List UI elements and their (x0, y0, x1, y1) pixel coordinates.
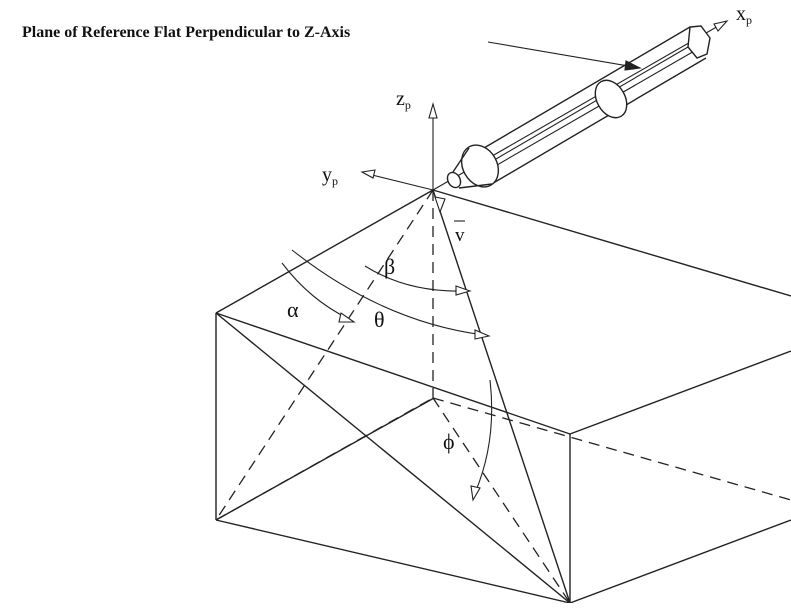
hidden-edge-back-left (215, 397, 434, 521)
apex-to-corner-line (432, 189, 571, 604)
probe-cone-edge-bottom (458, 183, 493, 189)
axis-labels: xp yp zp (322, 3, 752, 188)
probe-tip (446, 171, 462, 189)
beta-arc-arrowhead (455, 285, 472, 296)
theta-arc-arrowhead (474, 329, 491, 340)
coordinate-axes (360, 20, 729, 214)
probe-cone-base (460, 144, 500, 188)
phi-label: ϕ (443, 429, 455, 454)
y-axis-line (367, 173, 434, 191)
beta-label: β (384, 254, 395, 279)
probe-cone-edge-top (452, 147, 470, 173)
x-axis-label: xp (736, 3, 752, 27)
z-axis-arrowhead (428, 101, 438, 119)
x-axis-arrowhead (713, 20, 729, 32)
phi-arc (474, 379, 493, 494)
v-vector-arrowhead (434, 196, 446, 214)
alpha-label: α (287, 297, 299, 322)
probe-stylus (446, 25, 711, 189)
y-axis-arrowhead (360, 169, 376, 179)
theta-label: θ (374, 307, 385, 332)
z-axis-label: zp (396, 88, 411, 112)
phi-arc-arrowhead (470, 485, 481, 502)
caption-leader-arrowhead (624, 60, 642, 71)
box-edge-front-right (569, 350, 791, 435)
reference-plane-caption: Plane of Reference Flat Perpendicular to… (22, 24, 351, 41)
box-edges (215, 189, 791, 604)
box-edge-bottom-right (569, 519, 791, 604)
beta-arc (364, 265, 467, 292)
box-diagonal-front (215, 312, 571, 604)
vector-v-label: v (454, 220, 465, 246)
hidden-diagonal-floor (432, 397, 571, 604)
hidden-edge-back-right (432, 397, 791, 501)
probe-shaft-bottom-edge (489, 57, 707, 186)
hidden-diagonal-apex (215, 189, 434, 521)
probe-end-hexagon (687, 25, 711, 59)
box-edge-front-top (215, 312, 571, 435)
angle-arcs (281, 249, 493, 502)
box-edge-bottom-front (215, 519, 571, 604)
hidden-edges (215, 189, 791, 604)
probe-shaft-top-edge (471, 26, 691, 156)
theta-arc (291, 249, 485, 336)
v-label: v (455, 225, 465, 246)
probe-collar-ring (594, 79, 628, 119)
y-axis-label: yp (322, 164, 338, 188)
box-edge-top-left (215, 189, 434, 314)
box-edge-top-right (432, 189, 791, 297)
angle-labels: β α θ ϕ (287, 254, 455, 454)
probe-shaft-mid-edge (483, 39, 701, 167)
alpha-arc-arrowhead (338, 312, 356, 323)
probe-shaft-mid-edge-2 (477, 49, 697, 177)
caption-leader-line (487, 41, 641, 69)
